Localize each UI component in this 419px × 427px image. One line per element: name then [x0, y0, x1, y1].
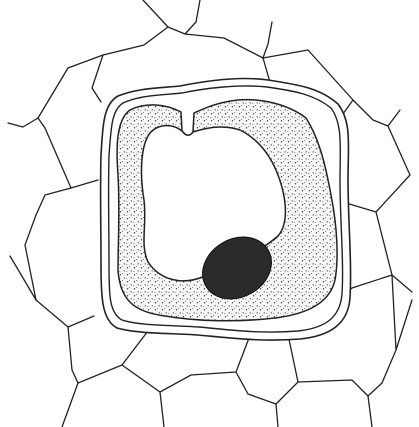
cell-diagram: [0, 0, 419, 427]
